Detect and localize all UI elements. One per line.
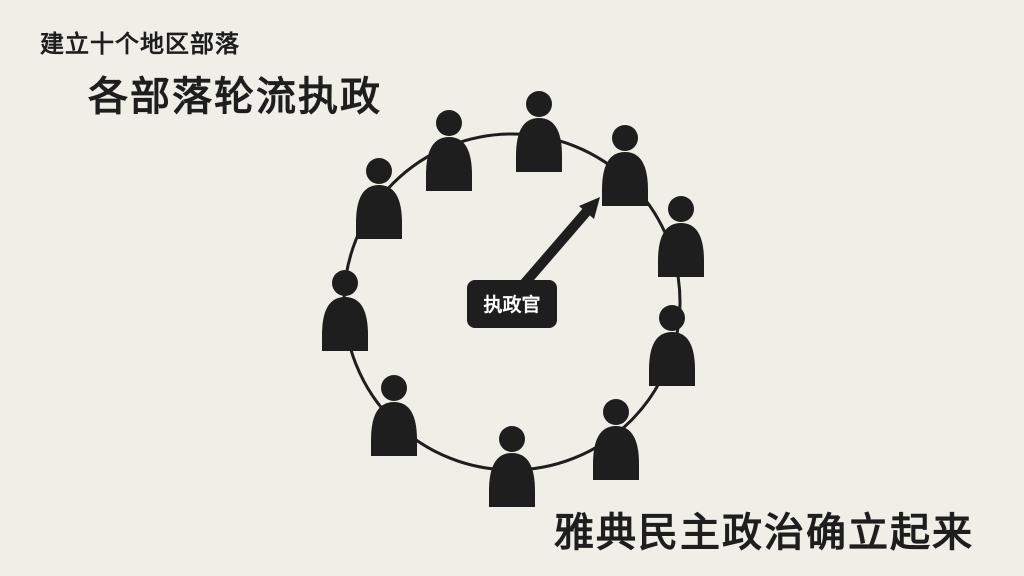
person-icon xyxy=(649,305,695,386)
person-icon xyxy=(426,110,472,191)
person-icon xyxy=(602,125,648,206)
person-icon xyxy=(516,91,562,172)
conclusion-text: 雅典民主政治确立起来 xyxy=(554,510,974,556)
person-icon xyxy=(371,375,417,456)
person-icon xyxy=(658,196,704,277)
person-icon xyxy=(322,270,368,351)
person-icon xyxy=(593,399,639,480)
slide-subtitle: 建立十个地区部落 xyxy=(40,30,240,58)
arrow-icon xyxy=(520,197,600,288)
center-label-box xyxy=(467,280,557,328)
center-label: 执政官 xyxy=(483,293,540,316)
slide-title: 各部落轮流执政 xyxy=(88,74,382,120)
person-icon xyxy=(489,426,535,507)
person-icon xyxy=(356,158,402,239)
